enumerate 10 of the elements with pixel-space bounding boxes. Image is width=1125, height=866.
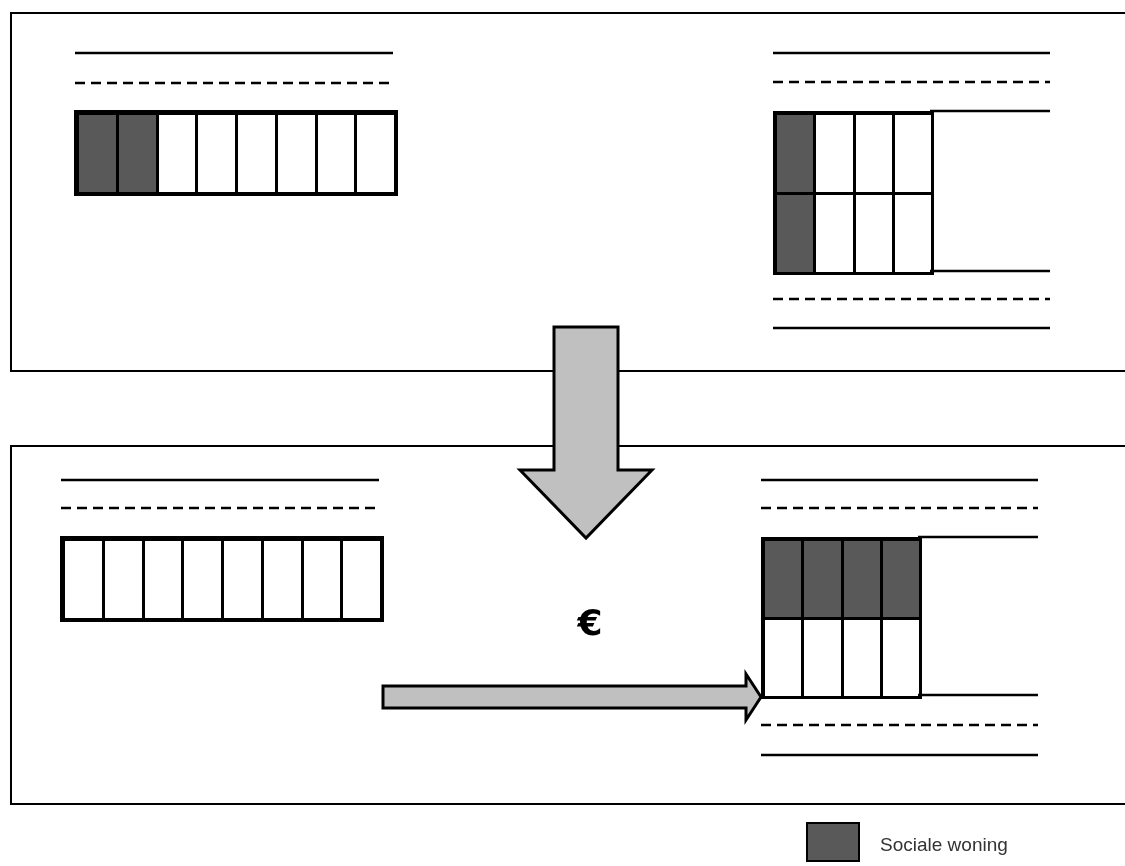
housing-row <box>77 113 395 193</box>
panel <box>10 12 1125 372</box>
panel <box>10 445 1125 805</box>
apartment-block <box>763 539 920 697</box>
block-arrow <box>381 668 763 726</box>
apartment-block <box>775 113 932 273</box>
housing-row <box>63 539 381 619</box>
block-arrow <box>516 325 656 541</box>
legend-label: Sociale woning <box>880 834 1008 856</box>
edge-label: € <box>576 601 604 645</box>
